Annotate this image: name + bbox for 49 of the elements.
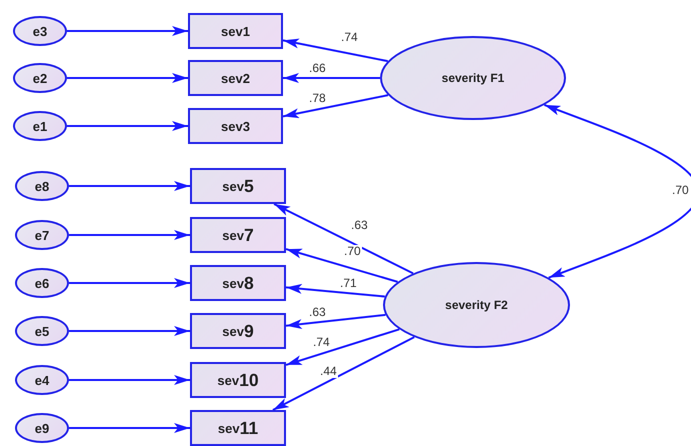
error-circle: e3: [13, 16, 67, 46]
variable-box: sev10: [190, 362, 286, 398]
arrow: [286, 314, 386, 329]
edge-label: .44: [319, 365, 338, 378]
edge-label: .74: [312, 336, 331, 349]
arrow: [69, 230, 190, 240]
arrow: [69, 181, 190, 191]
variable-box: sev1: [188, 13, 283, 49]
edge-label: .63: [350, 219, 369, 232]
arrow: [282, 38, 388, 62]
variable-box: sev8: [190, 265, 286, 301]
variable-box: sev3: [188, 108, 283, 144]
double-headed-arrow: [544, 104, 691, 279]
arrow: [67, 121, 188, 131]
arrow: [283, 73, 380, 83]
variable-box: sev7: [190, 217, 286, 253]
edge-label: .70: [671, 184, 690, 197]
error-circle: e6: [15, 268, 69, 298]
arrow: [69, 375, 190, 385]
error-circle: e5: [15, 316, 69, 346]
arrow: [286, 328, 400, 366]
error-circle: e7: [15, 220, 69, 250]
arrow: [69, 326, 190, 336]
edge-label: .66: [308, 62, 327, 75]
error-circle: e9: [15, 413, 69, 443]
edge-label: .70: [343, 245, 362, 258]
arrow: [286, 284, 385, 298]
variable-box: sev2: [188, 60, 283, 96]
error-circle: e2: [13, 63, 67, 93]
arrow: [272, 336, 415, 411]
error-circle: e1: [13, 111, 67, 141]
variable-box: sev9: [190, 313, 286, 349]
error-circle: e8: [15, 171, 69, 201]
arrow: [69, 278, 190, 288]
arrow: [67, 73, 188, 83]
edge-label: .71: [339, 277, 358, 290]
latent-ellipse: severity F2: [383, 262, 570, 348]
arrow: [69, 423, 190, 433]
error-circle: e4: [15, 365, 69, 395]
arrow: [67, 26, 188, 36]
latent-ellipse: severity F1: [380, 36, 566, 120]
arrow: [286, 248, 398, 283]
edge-label: .78: [308, 92, 327, 105]
edge-label: .63: [308, 306, 327, 319]
arrow: [282, 94, 388, 118]
edge-label: .74: [340, 31, 359, 44]
variable-box: sev5: [190, 168, 286, 204]
variable-box: sev11: [190, 410, 286, 446]
arrow: [274, 203, 414, 274]
